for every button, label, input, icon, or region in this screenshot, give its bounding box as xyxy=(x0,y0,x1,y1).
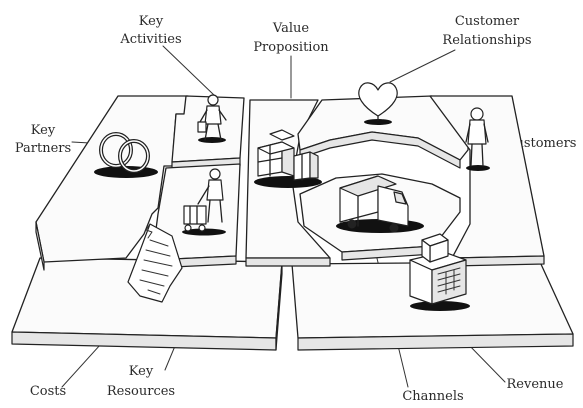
label-key-partners-line1: Key xyxy=(31,123,56,138)
customer-figure-icon xyxy=(465,107,490,171)
interlocking-rings-icon xyxy=(94,132,158,178)
label-channels: Channels xyxy=(402,389,463,404)
customer-segments-block xyxy=(429,95,545,267)
label-customer-relationships-line1: Customer xyxy=(455,14,520,29)
label-value-proposition-line2: Proposition xyxy=(253,40,329,55)
leader-key-activities xyxy=(162,45,216,97)
label-customers: Customers xyxy=(506,136,577,151)
label-revenue: Revenue xyxy=(507,377,564,392)
worker-figure-icon xyxy=(197,94,227,143)
label-key-activities-line1: Key xyxy=(139,14,164,29)
customer-relationships-block xyxy=(297,95,469,169)
label-key-partners-line2: Partners xyxy=(15,141,71,156)
worker-with-cart-icon xyxy=(182,168,226,236)
label-key-activities-line2: Activities xyxy=(119,32,181,47)
label-value-proposition-line1: Value xyxy=(272,21,309,36)
label-customer-relationships: Customer Relationships xyxy=(442,14,531,48)
delivery-truck-icon xyxy=(336,175,424,233)
label-key-resources: Key Resources xyxy=(107,364,175,399)
label-costs: Costs xyxy=(30,384,66,399)
receipt-icon xyxy=(127,223,183,303)
label-key-activities: Key Activities xyxy=(119,14,181,47)
gift-packages-icon xyxy=(254,129,322,188)
cash-register-icon xyxy=(409,233,470,311)
label-key-partners: Key Partners xyxy=(15,123,71,156)
label-key-resources-line1: Key xyxy=(129,364,154,379)
label-customer-relationships-line2: Relationships xyxy=(442,33,531,48)
key-partners-block xyxy=(35,95,189,271)
label-key-resources-line2: Resources xyxy=(107,384,175,399)
heart-icon xyxy=(358,82,398,125)
label-value-proposition: Value Proposition xyxy=(253,21,329,55)
leader-customer-relationships xyxy=(389,49,456,83)
